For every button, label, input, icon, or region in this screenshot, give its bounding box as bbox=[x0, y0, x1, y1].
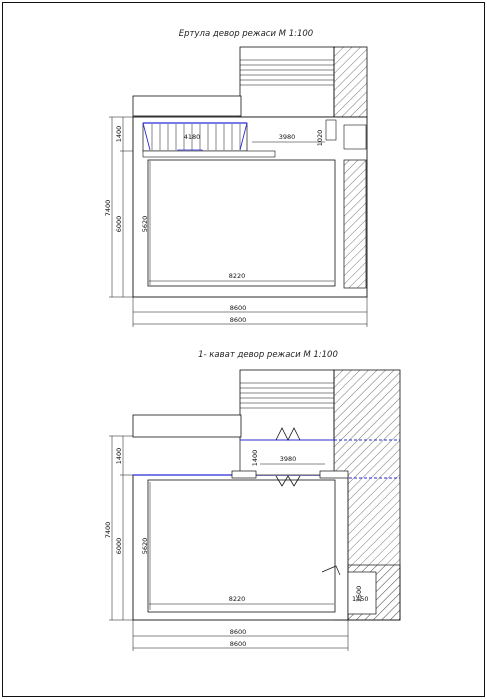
dim-upper-height: 1400 bbox=[115, 448, 123, 465]
dim-outer-width-total: 8600 bbox=[230, 316, 247, 324]
hatched-wall bbox=[343, 159, 367, 289]
dim-door-height: 1020 bbox=[316, 130, 324, 147]
dim-part-height: 6000 bbox=[115, 216, 123, 233]
dim-door-height: 1400 bbox=[251, 450, 259, 467]
dim-total-height: 7400 bbox=[104, 522, 112, 539]
inner-room bbox=[147, 159, 336, 287]
porch-slab bbox=[132, 95, 242, 117]
dim-inner-height: 5620 bbox=[141, 538, 149, 555]
dim-upper-height: 1400 bbox=[115, 126, 123, 143]
dim-total-height: 7400 bbox=[104, 200, 112, 217]
dim-outer-width-total: 8600 bbox=[230, 640, 247, 648]
inner-room bbox=[147, 479, 336, 613]
stair-landing-block bbox=[239, 46, 335, 118]
plan-title: Ертула девор режаси М 1:100 bbox=[179, 29, 313, 39]
dim-inner-height: 5620 bbox=[141, 216, 149, 233]
dim-part-height: 6000 bbox=[115, 538, 123, 555]
room-window bbox=[231, 427, 349, 487]
plan-title: 1- кават девор режаси М 1:100 bbox=[198, 350, 338, 360]
plan-basement: Ертула девор режаси М 1:100 bbox=[104, 29, 368, 327]
stair bbox=[142, 122, 248, 157]
dim-small-height: 1500 bbox=[355, 586, 363, 603]
dim-inner-width: 8220 bbox=[229, 595, 246, 603]
stair-landing-block bbox=[239, 369, 335, 441]
pillar bbox=[343, 124, 367, 150]
pillar bbox=[325, 119, 337, 141]
balcony-slab bbox=[132, 414, 242, 438]
hatched-wall bbox=[333, 46, 368, 118]
dim-room-width: 3980 bbox=[280, 455, 297, 463]
dim-room-width: 3980 bbox=[279, 133, 296, 141]
plan-first-floor: 1- кават девор режаси М 1:100 bbox=[104, 350, 401, 651]
dim-outer-width: 8600 bbox=[230, 304, 247, 312]
dim-small-width: 1450 bbox=[352, 595, 369, 603]
wall-band bbox=[142, 150, 276, 158]
dim-inner-width: 8220 bbox=[229, 272, 246, 280]
small-room bbox=[321, 564, 401, 621]
dim-outer-width: 8600 bbox=[230, 628, 247, 636]
dim-stair-width: 4180 bbox=[184, 133, 201, 141]
